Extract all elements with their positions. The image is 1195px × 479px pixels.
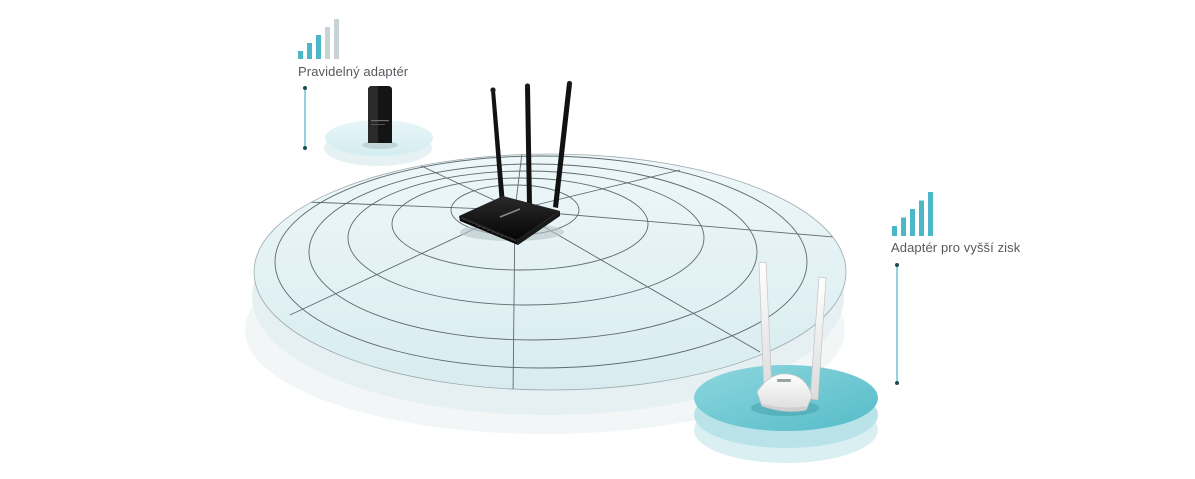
main-coverage-disc bbox=[245, 153, 847, 434]
signal-bar bbox=[334, 19, 339, 59]
high-gain-adapter-disc bbox=[694, 365, 878, 463]
signal-bar bbox=[919, 200, 924, 236]
regular-adapter-leader-line bbox=[303, 86, 307, 150]
usb-nano-adapter-icon bbox=[362, 86, 398, 149]
signal-bar bbox=[928, 192, 933, 236]
regular-adapter-label: Pravidelný adaptér bbox=[298, 64, 409, 79]
signal-bar bbox=[307, 43, 312, 59]
signal-strength-icon-regular bbox=[298, 19, 339, 59]
usb-dual-antenna-adapter-icon bbox=[751, 261, 827, 416]
signal-bar bbox=[910, 209, 915, 236]
signal-bar bbox=[298, 51, 303, 59]
signal-bar bbox=[892, 226, 897, 236]
signal-strength-icon-high-gain bbox=[892, 192, 933, 236]
high-gain-adapter-label: Adaptér pro vyšší zisk bbox=[891, 240, 1021, 255]
signal-bar bbox=[901, 217, 906, 236]
signal-bar bbox=[316, 35, 321, 59]
router-three-antenna-icon bbox=[459, 80, 573, 245]
signal-bar bbox=[325, 27, 330, 59]
high-gain-adapter-leader-line bbox=[895, 263, 899, 385]
